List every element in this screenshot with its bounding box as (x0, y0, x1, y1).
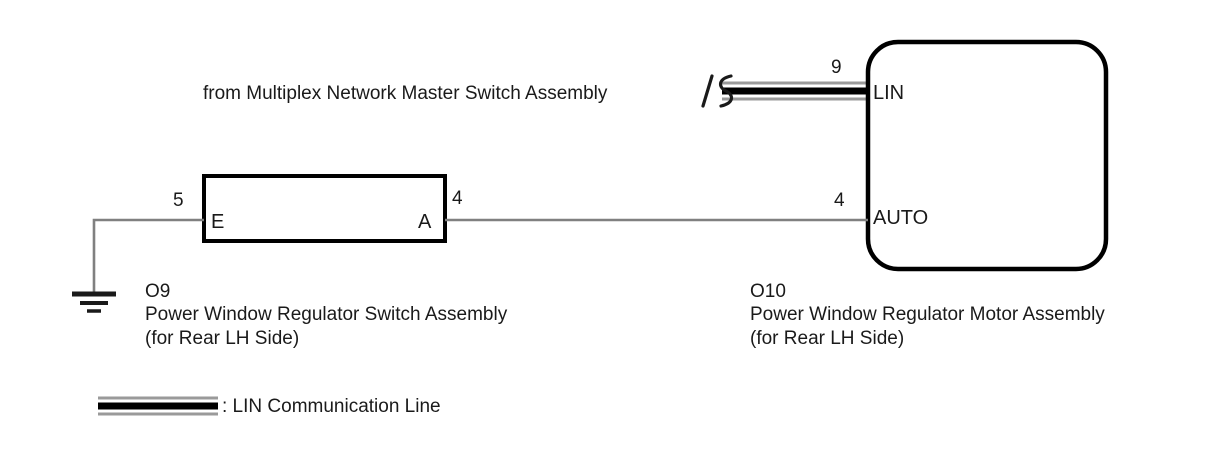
legend-lin-line-icon (98, 396, 218, 416)
terminal-label-auto: AUTO (873, 207, 929, 229)
component-code-o10: O10 (750, 281, 786, 302)
pin-number-a: 4 (452, 188, 463, 209)
s-curve-break-tick-icon (701, 74, 714, 108)
component-o9-switch-assembly (202, 174, 447, 243)
s-curve-break-icon (719, 74, 733, 108)
terminal-label-lin: LIN (873, 82, 905, 104)
component-qualifier-o10: (for Rear LH Side) (750, 328, 905, 349)
source-label: from Multiplex Network Master Switch Ass… (203, 83, 608, 104)
ground-icon (72, 291, 116, 313)
terminal-label-e: E (211, 211, 225, 233)
component-name-o10: Power Window Regulator Motor Assembly (750, 304, 1105, 325)
component-name-o9: Power Window Regulator Switch Assembly (145, 304, 508, 325)
component-code-o9: O9 (145, 281, 171, 302)
lin-communication-wire (701, 74, 866, 108)
component-qualifier-o9: (for Rear LH Side) (145, 328, 300, 349)
terminal-label-a: A (418, 211, 432, 233)
pin-number-auto: 4 (834, 190, 845, 211)
pin-number-e: 5 (173, 190, 184, 211)
legend-label: : LIN Communication Line (222, 396, 441, 417)
pin-number-lin: 9 (831, 57, 842, 78)
component-o10-motor-assembly (865, 39, 1109, 272)
wire-e-to-ground (92, 218, 204, 294)
